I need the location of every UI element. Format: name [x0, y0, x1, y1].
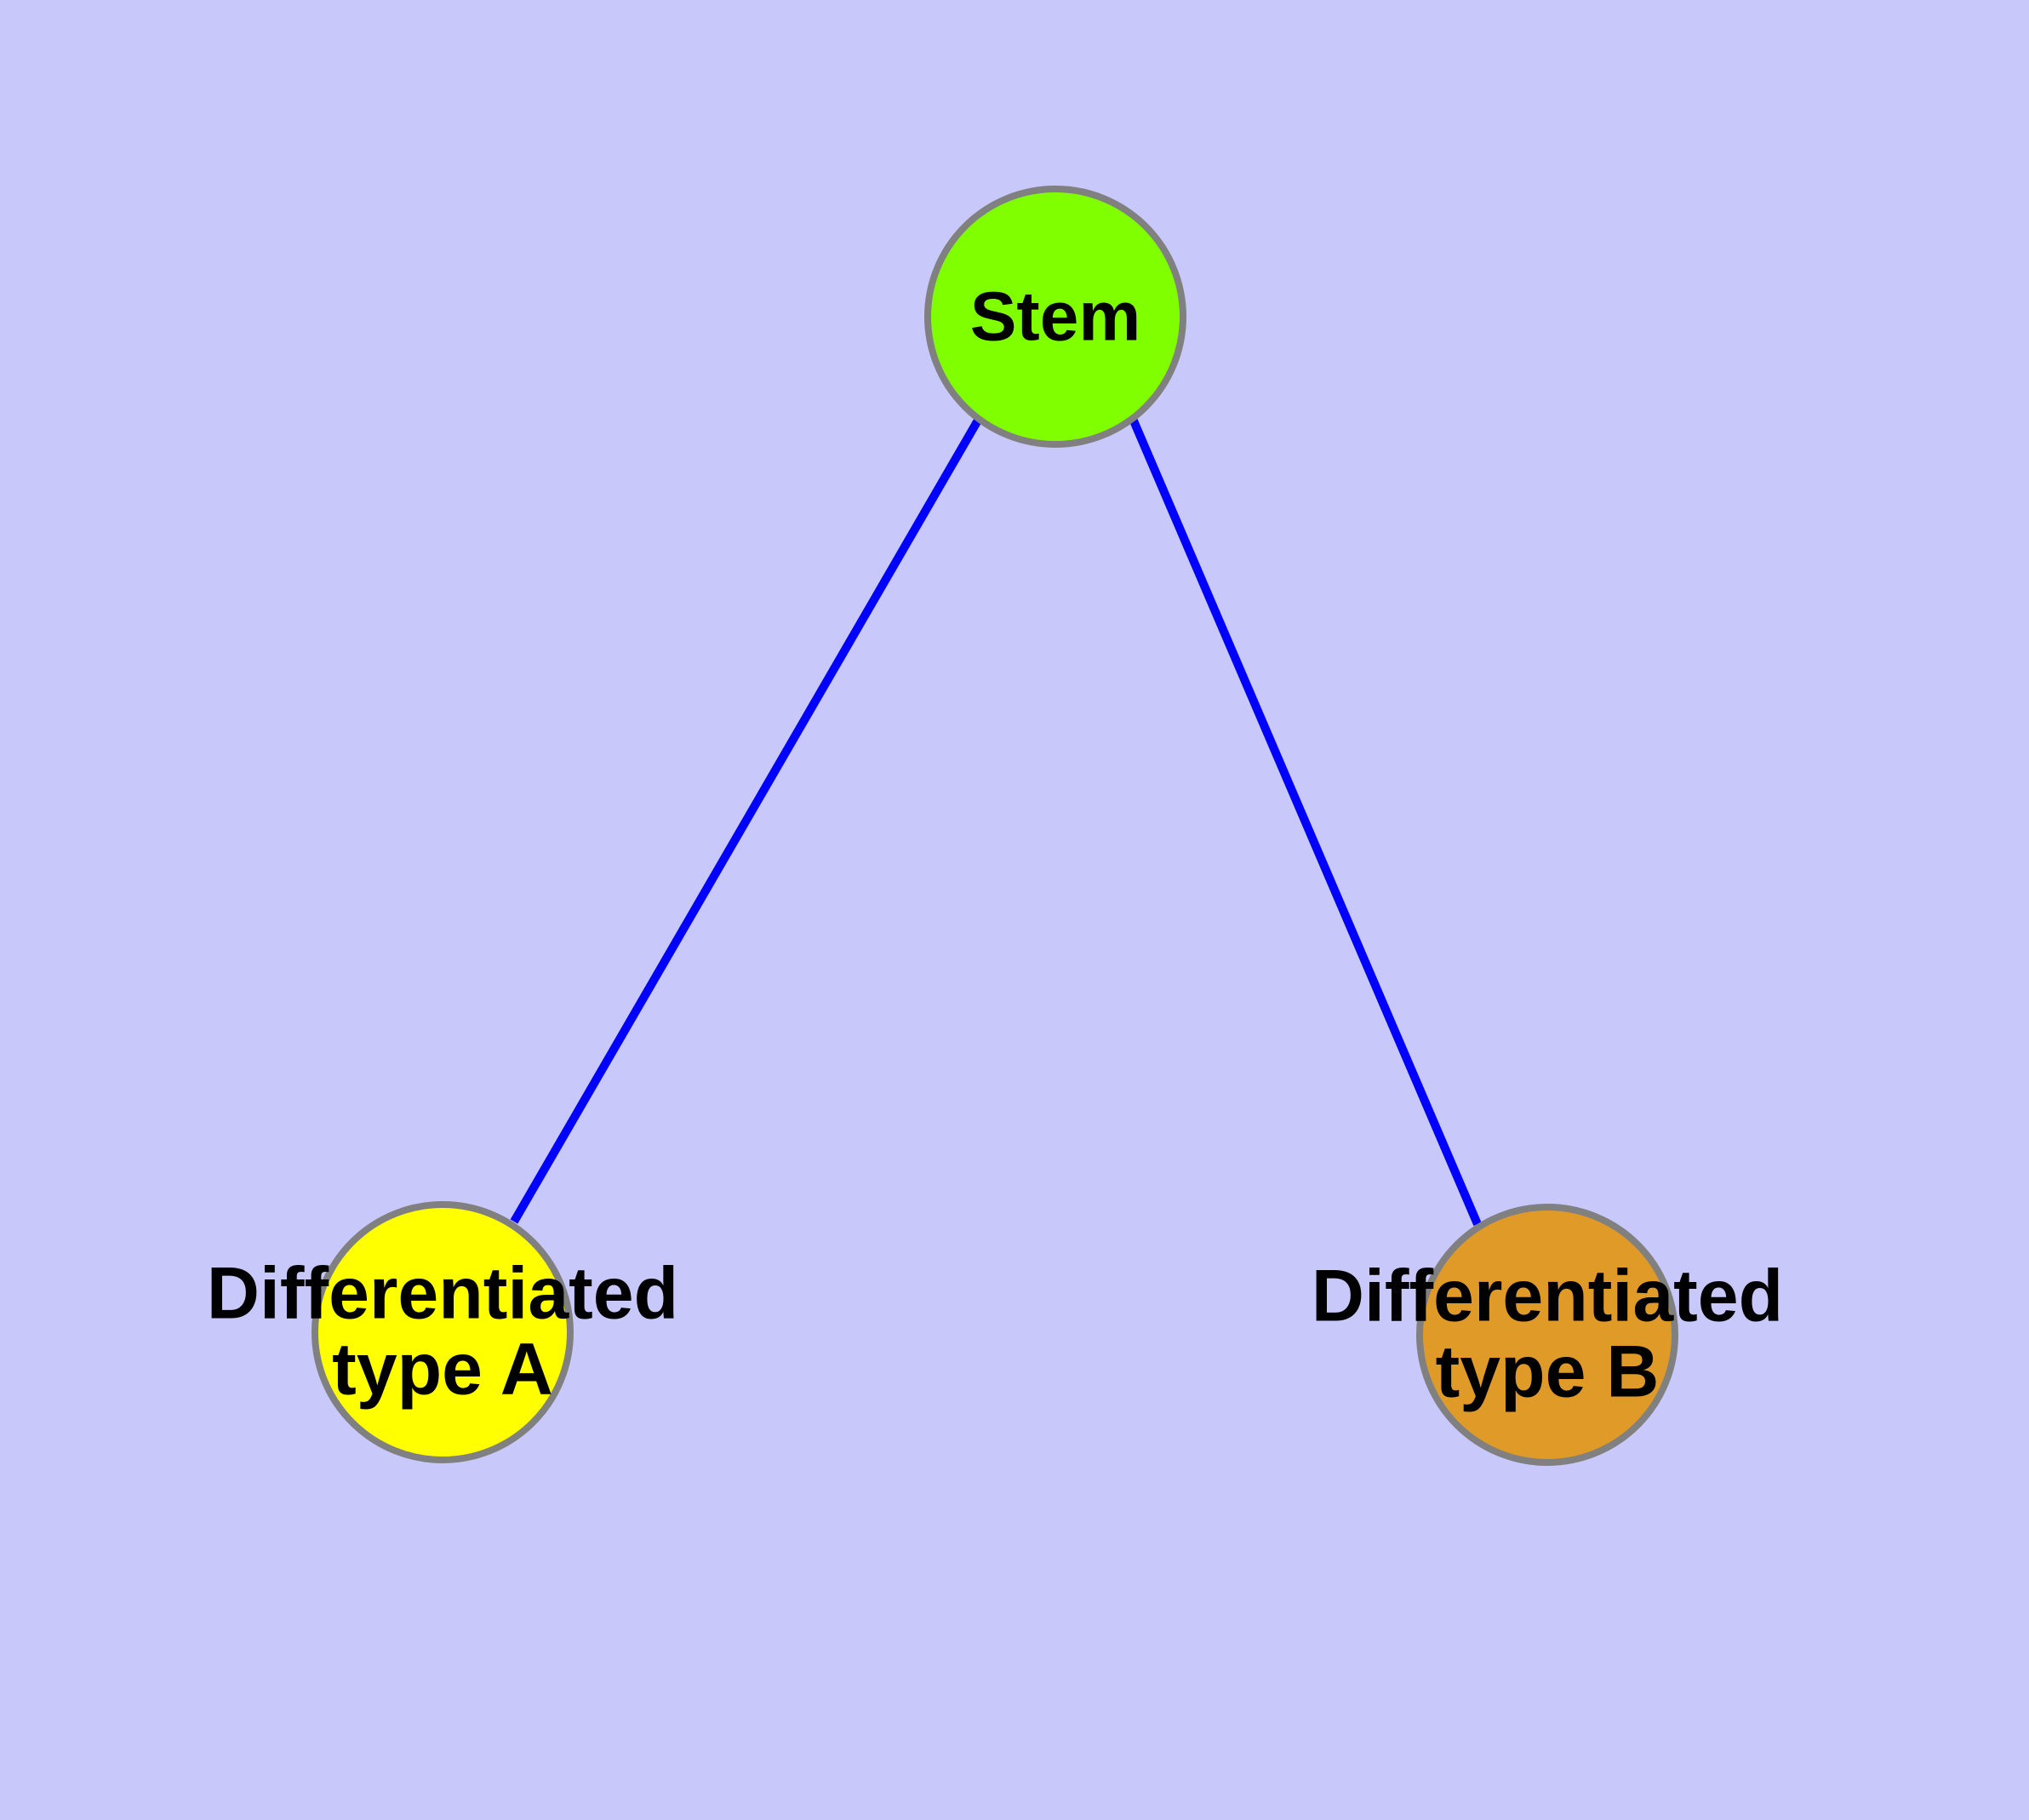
edges-layer: [510, 416, 1482, 1226]
node-circle-diff_a[interactable]: [311, 1201, 574, 1463]
edge-stem-diff-a[interactable]: [510, 416, 983, 1224]
nodes-layer: [311, 186, 1678, 1466]
node-circle-diff_b[interactable]: [1416, 1204, 1678, 1466]
node-circle-stem[interactable]: [924, 186, 1186, 448]
edge-stem-diff-b[interactable]: [1129, 417, 1482, 1226]
